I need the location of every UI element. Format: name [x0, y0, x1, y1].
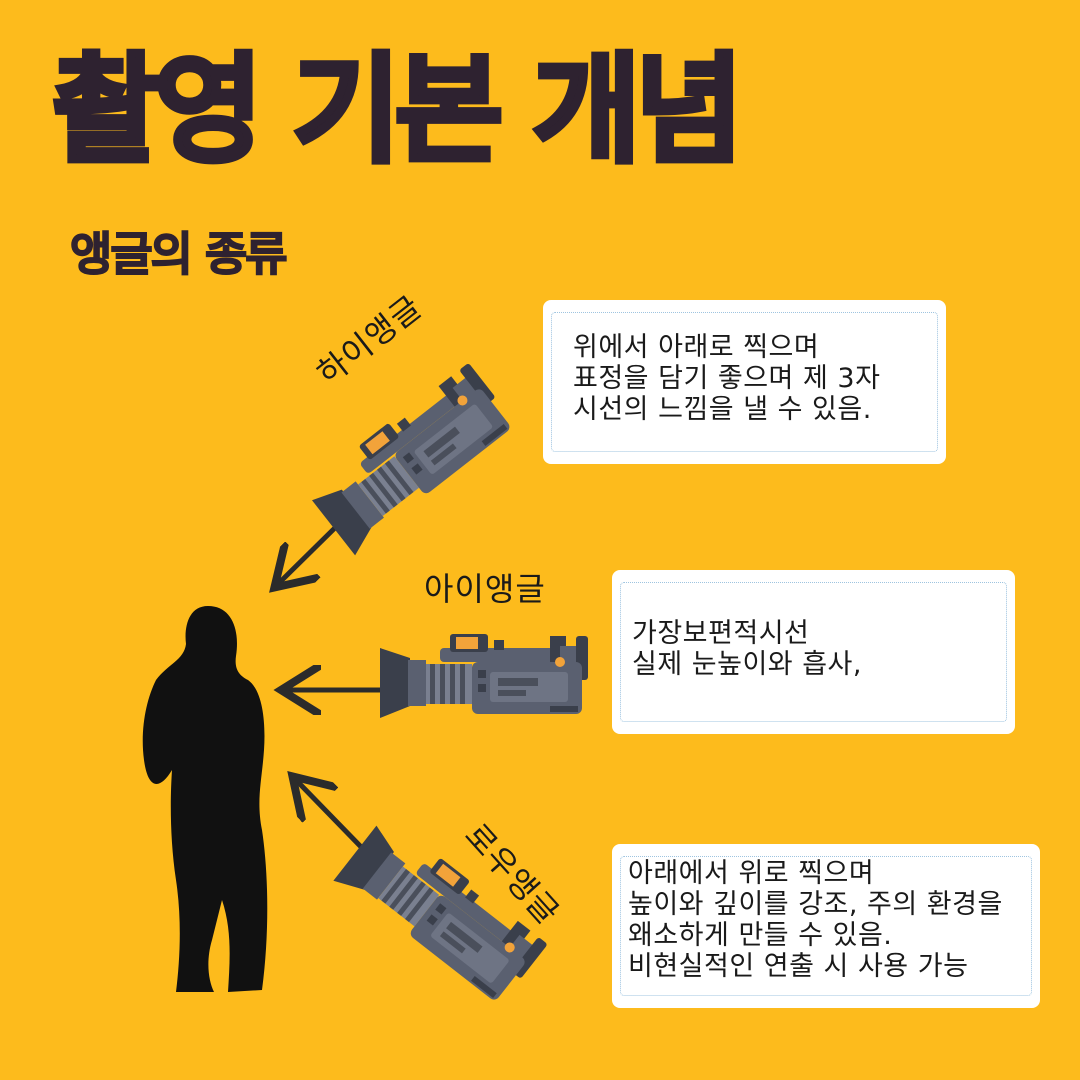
- desc-box-high-angle: 위에서 아래로 찍으며 표정을 담기 좋으며 제 3자 시선의 느낌을 낼 수 …: [543, 300, 946, 464]
- desc-line: 아래에서 위로 찍으며: [628, 858, 875, 889]
- desc-line: 시선의 느낌을 낼 수 있음.: [573, 394, 872, 425]
- desc-line: 위에서 아래로 찍으며: [573, 332, 820, 363]
- desc-box-low-angle: 아래에서 위로 찍으며 높이와 깊이를 강조, 주의 환경을 왜소하게 만들 수…: [612, 844, 1040, 1008]
- desc-line: 실제 눈높이와 흡사,: [632, 649, 862, 680]
- label-eye-angle: 아이앵글: [424, 570, 546, 608]
- page-subtitle: 앵글의 종류: [69, 226, 288, 282]
- desc-line: 높이와 깊이를 강조, 주의 환경을: [628, 889, 1003, 920]
- arrow-icon: [296, 780, 368, 854]
- desc-line: 비현실적인 연출 시 사용 가능: [628, 951, 969, 982]
- page-title: 촬영 기본 개념: [50, 39, 747, 182]
- desc-line: 가장보편적시선: [632, 618, 810, 649]
- woman-silhouette: [142, 606, 268, 992]
- camcorder-icon: [380, 634, 588, 718]
- desc-line: 왜소하게 만들 수 있음.: [628, 920, 893, 951]
- desc-line: 표정을 담기 좋으며 제 3자: [573, 363, 881, 394]
- desc-box-eye-angle: 가장보편적시선 실제 눈높이와 흡사,: [612, 570, 1015, 734]
